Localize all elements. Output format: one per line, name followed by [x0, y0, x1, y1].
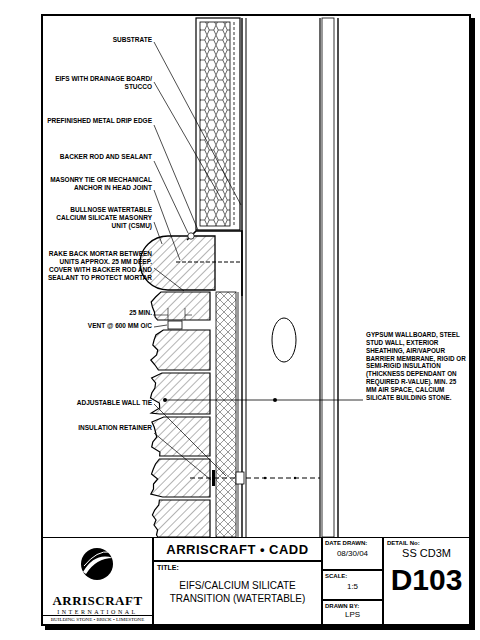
backer-rod-callout: BACKER ROD AND SEALANT	[42, 153, 152, 161]
calcium-silicate-stone	[151, 373, 211, 414]
wall-assembly-note: GYPSUM WALLBOARD, STEEL STUD WALL, EXTER…	[366, 331, 466, 402]
cell-heading: TITLE:	[154, 562, 321, 573]
mortar-note-callout: RAKE BACK MORTAR BETWEEN UNITS APPROX. 2…	[42, 250, 152, 283]
cell-heading: ARRISCRAFT • CADD	[154, 542, 321, 557]
calcium-silicate-stone	[151, 292, 210, 320]
cell-heading: DETAIL No:	[384, 538, 469, 546]
masonry-tie-callout: MASONRY TIE OR MECHANICAL ANCHOR IN HEAD…	[42, 176, 152, 192]
cell-value: 1:5	[323, 582, 382, 591]
logo-cell: ARRISCRAFTINTERNATIONALBUILDING STONE • …	[42, 537, 153, 625]
cell-heading: ARRISCRAFT	[43, 593, 152, 609]
company-cell: ARRISCRAFT • CADD	[153, 537, 322, 561]
dimension-label: 25 MIN.	[122, 309, 152, 317]
calcium-silicate-stone	[152, 500, 210, 537]
drip-edge-callout: PREFINISHED METAL DRIP EDGE	[42, 117, 152, 125]
title-cell: TITLE: EIFS/CALCIUM SILICATE TRANSITION (…	[153, 561, 322, 625]
cell-heading: SCALE:	[323, 571, 382, 579]
date-cell: DATE DRAWN: 08/30/04	[322, 537, 383, 570]
cell-value: D103	[384, 565, 469, 595]
cell-value: 08/30/04	[323, 549, 382, 558]
eifs-callout: EIFS WITH DRAINAGE BOARD/ STUCCO	[42, 75, 152, 91]
scale-cell: SCALE: 1:5	[322, 570, 383, 600]
detail-number-cell: DETAIL No:SS CD3M D103	[383, 537, 470, 625]
drawn-by-cell: DRAWN BY:LPS	[322, 600, 383, 625]
cell-value: LPS	[323, 610, 382, 619]
cell-heading: DRAWN BY:	[323, 601, 382, 609]
cell-value: SS CD3M	[384, 547, 469, 559]
wall-tie-callout: ADJUSTABLE WALL TIE	[42, 399, 152, 407]
cell-heading: DATE DRAWN:	[323, 538, 382, 546]
watertable-callout: BULLNOSE WATERTABLE CALCIUM SILICATE MAS…	[42, 206, 152, 230]
calcium-silicate-stone	[151, 330, 210, 370]
calcium-silicate-stone	[152, 417, 210, 456]
substrate-callout: SUBSTRATE	[42, 36, 152, 44]
cell-value: BUILDING STONE • BRICK • LIMESTONE	[43, 615, 152, 622]
cell-value: EIFS/CALCIUM SILICATE TRANSITION (WATERT…	[154, 579, 321, 605]
vent-callout: VENT @ 600 MM O/C	[42, 322, 152, 330]
insulation-retainer-callout: INSULATION RETAINER	[42, 424, 152, 432]
